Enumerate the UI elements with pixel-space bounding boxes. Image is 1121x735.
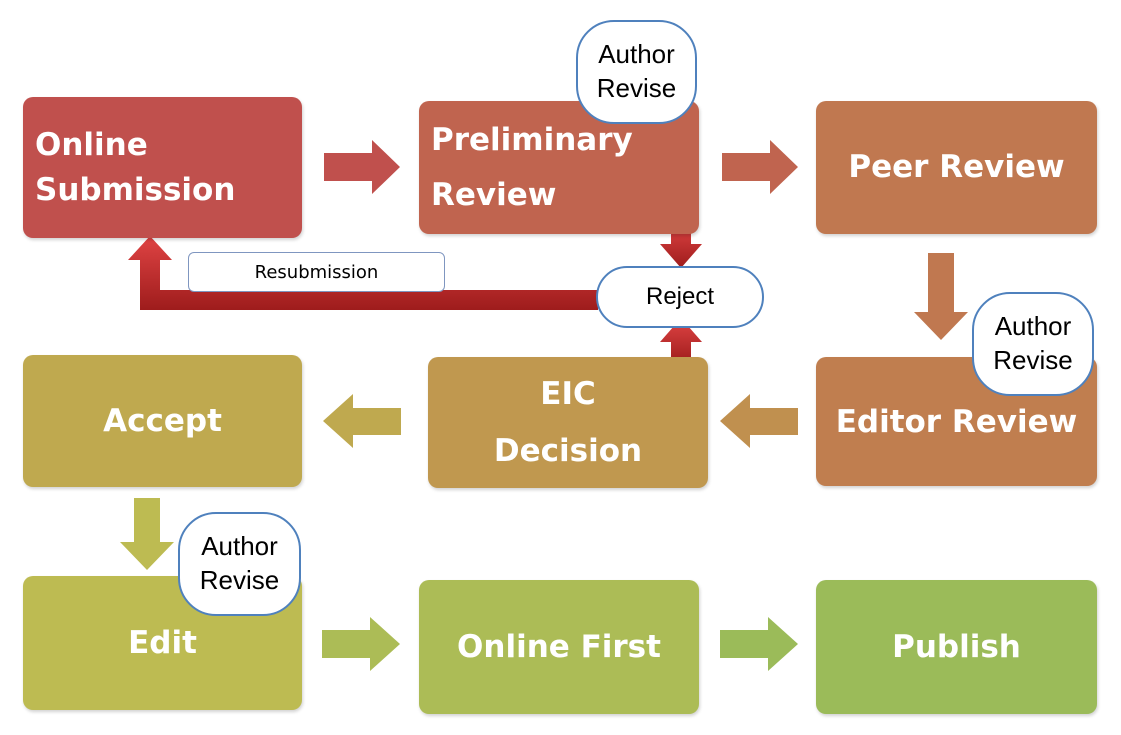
node-peer-review: Peer Review [816, 101, 1097, 234]
arrow-online-first-to-publish [720, 617, 798, 671]
node-edit-label: Edit [128, 624, 197, 661]
arrow-submission-to-preliminary [324, 140, 400, 194]
resubmission-text: Resubmission [254, 261, 379, 283]
node-publish: Publish [816, 580, 1097, 714]
node-online-submission: Online Submission [23, 97, 302, 238]
arrow-preliminary-to-peer [722, 140, 798, 194]
reject-label: Reject [645, 283, 715, 310]
author-revise-line-1: Author [201, 531, 278, 562]
author-revise-line-1: Author [994, 311, 1072, 342]
author-revise-bubble-preliminary: Author Revise [576, 20, 697, 124]
reject-node: Reject [596, 266, 764, 328]
author-revise-line-2: Revise [993, 345, 1073, 375]
author-revise-bubble-editor: Author Revise [972, 292, 1094, 396]
node-online-first: Online First [419, 580, 699, 714]
author-revise-line-2: Revise [596, 73, 677, 103]
node-eic-decision-line-1: EIC [540, 375, 596, 412]
node-editor-review-label: Editor Review [835, 404, 1078, 440]
author-revise-line-1: Author [598, 39, 675, 70]
node-eic-decision: EIC Decision [428, 357, 708, 488]
arrow-edit-to-online-first [322, 617, 400, 671]
node-publish-label: Publish [892, 628, 1021, 665]
arrow-accept-to-edit [120, 498, 174, 570]
node-accept: Accept [23, 355, 302, 487]
node-accept-label: Accept [103, 402, 222, 439]
node-peer-review-label: Peer Review [848, 149, 1065, 185]
node-online-submission-line-2: Submission [35, 171, 236, 208]
arrow-eic-to-accept [323, 394, 401, 448]
author-revise-line-2: Revise [199, 565, 280, 595]
node-eic-decision-line-2: Decision [493, 432, 643, 469]
arrow-eic-to-reject [660, 318, 702, 364]
arrow-editor-to-eic [720, 394, 798, 448]
node-online-first-label: Online First [457, 628, 661, 665]
resubmission-label: Resubmission [188, 252, 445, 292]
author-revise-bubble-edit: Author Revise [178, 512, 301, 616]
node-online-submission-line-1: Online [35, 126, 148, 163]
arrow-preliminary-to-reject [660, 222, 702, 268]
node-preliminary-review-line-2: Review [431, 176, 557, 213]
arrow-peer-to-editor [914, 253, 968, 340]
node-preliminary-review-line-1: Preliminary [431, 121, 633, 158]
